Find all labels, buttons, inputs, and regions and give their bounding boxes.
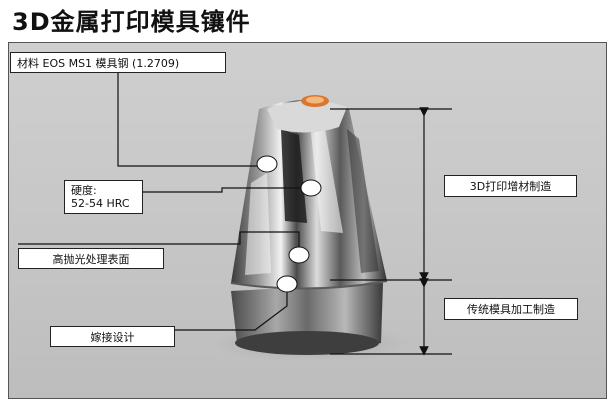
label-printed: 3D打印增材制造 (444, 175, 577, 197)
marker-polish (288, 246, 310, 264)
marker-material (256, 155, 278, 173)
label-polish: 高抛光处理表面 (18, 248, 164, 269)
label-printed-text: 3D打印增材制造 (469, 180, 552, 193)
connector-polish (18, 231, 300, 254)
label-material-text: 材料 EOS MS1 模具钢 (1.2709) (17, 56, 180, 70)
label-traditional: 传统模具加工制造 (444, 298, 578, 320)
connector-weld (175, 288, 288, 331)
marker-hardness (300, 179, 322, 197)
label-hardness: 硬度: 52-54 HRC (64, 180, 143, 214)
label-traditional-text: 传统模具加工制造 (467, 303, 555, 316)
marker-weld (276, 275, 298, 293)
connector-hardness (143, 187, 311, 193)
label-polish-text: 高抛光处理表面 (52, 252, 130, 266)
page-title: 3D金属打印模具镶件 (12, 8, 251, 36)
label-hardness-title: 硬度: (71, 184, 97, 197)
label-hardness-value: 52-54 HRC (71, 197, 130, 210)
label-weld: 嫁接设计 (50, 326, 175, 347)
connector-material (117, 72, 267, 167)
label-material: 材料 EOS MS1 模具钢 (1.2709) (10, 52, 226, 73)
label-weld-text: 嫁接设计 (90, 330, 135, 344)
